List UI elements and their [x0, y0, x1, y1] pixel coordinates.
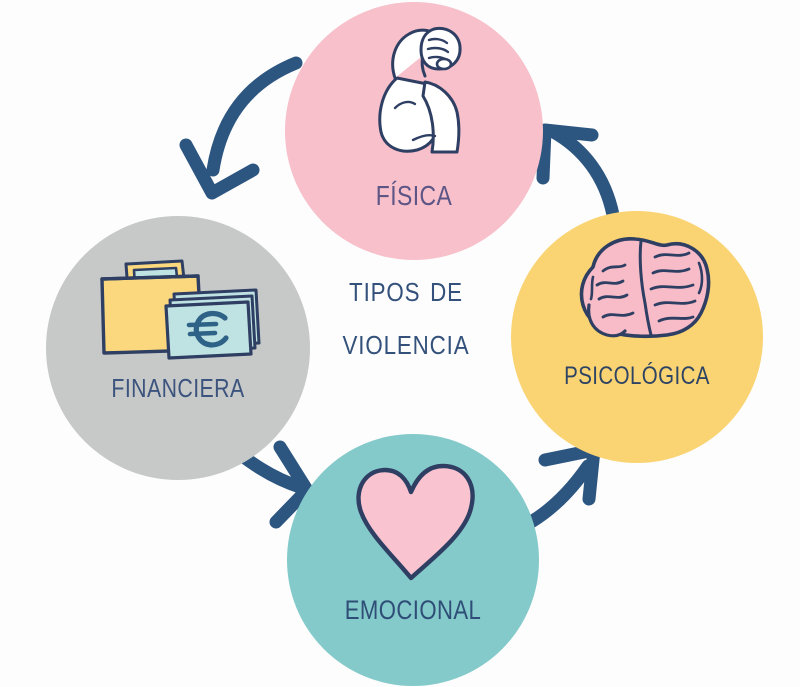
arrow-psicologica-to-fisica — [536, 123, 620, 222]
heart-icon — [356, 463, 475, 581]
flexing-arm-icon — [378, 26, 462, 154]
node-financiera[interactable]: Financiera — [46, 216, 310, 480]
center-title-line-1: Tipos de — [349, 268, 463, 309]
node-psicologica-label: Psicológica — [564, 353, 710, 392]
node-psicologica[interactable]: Psicológica — [511, 211, 763, 463]
arrow-emocional-to-psicologica — [524, 443, 601, 529]
node-fisica-label: Física — [375, 170, 453, 214]
node-fisica[interactable]: Física — [285, 2, 543, 260]
center-title-line-2: Violencia — [342, 320, 470, 362]
center-title: Tipos de Violencia — [300, 263, 512, 368]
node-emocional[interactable]: Emocional — [287, 434, 539, 686]
wallet-money-euro-icon — [100, 259, 261, 360]
arrow-fisica-to-financiera — [179, 56, 303, 200]
node-financiera-label: Financiera — [111, 364, 245, 405]
brain-icon — [579, 237, 711, 339]
node-emocional-label: Emocional — [344, 586, 482, 628]
